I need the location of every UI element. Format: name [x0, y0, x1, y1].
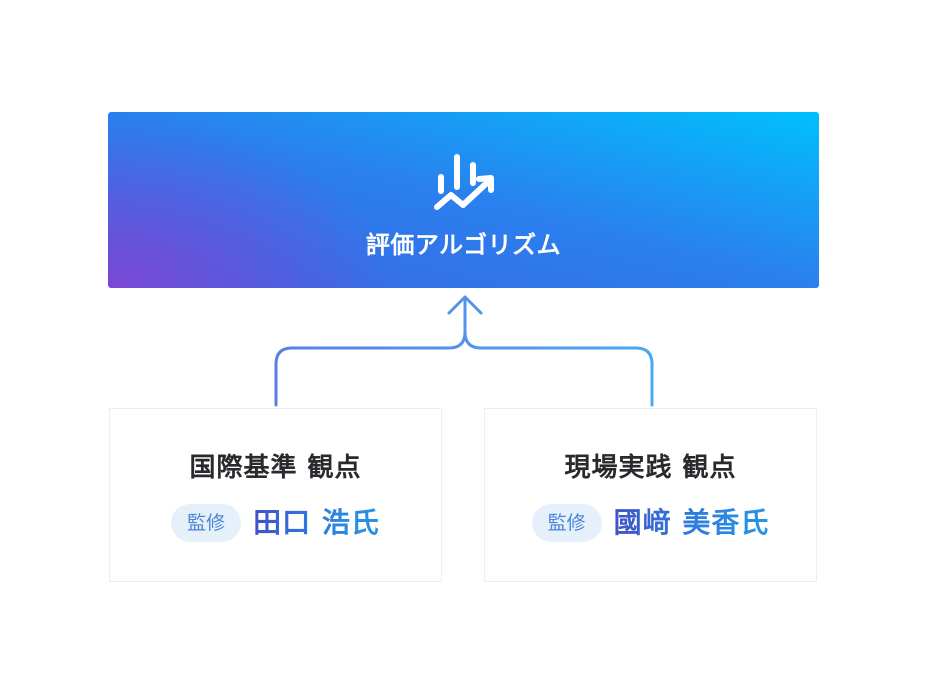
- international-standard-perspective-box: 国際基準 観点 監修 田口 浩氏: [109, 408, 442, 582]
- supervisor-name: 國﨑 美香氏: [614, 503, 770, 543]
- perspective-title: 国際基準 観点: [189, 453, 362, 483]
- supervision-badge: 監修: [171, 504, 242, 542]
- supervisor-row: 監修 國﨑 美香氏: [485, 503, 816, 543]
- evaluation-algorithm-box: [108, 112, 819, 288]
- evaluation-algorithm-title: 評価アルゴリズム: [365, 231, 562, 259]
- supervisor-name: 田口 浩氏: [253, 503, 380, 543]
- perspective-title: 現場実践 観点: [564, 453, 737, 483]
- right-branch-line: [463, 330, 654, 407]
- supervisor-row: 監修 田口 浩氏: [110, 503, 441, 543]
- left-branch-line: [274, 330, 467, 407]
- chart-growth-icon: [434, 154, 494, 210]
- field-practice-perspective-box: 現場実践 観点 監修 國﨑 美香氏: [484, 408, 817, 582]
- supervision-badge: 監修: [531, 504, 602, 542]
- arrow-head-icon: [447, 295, 483, 315]
